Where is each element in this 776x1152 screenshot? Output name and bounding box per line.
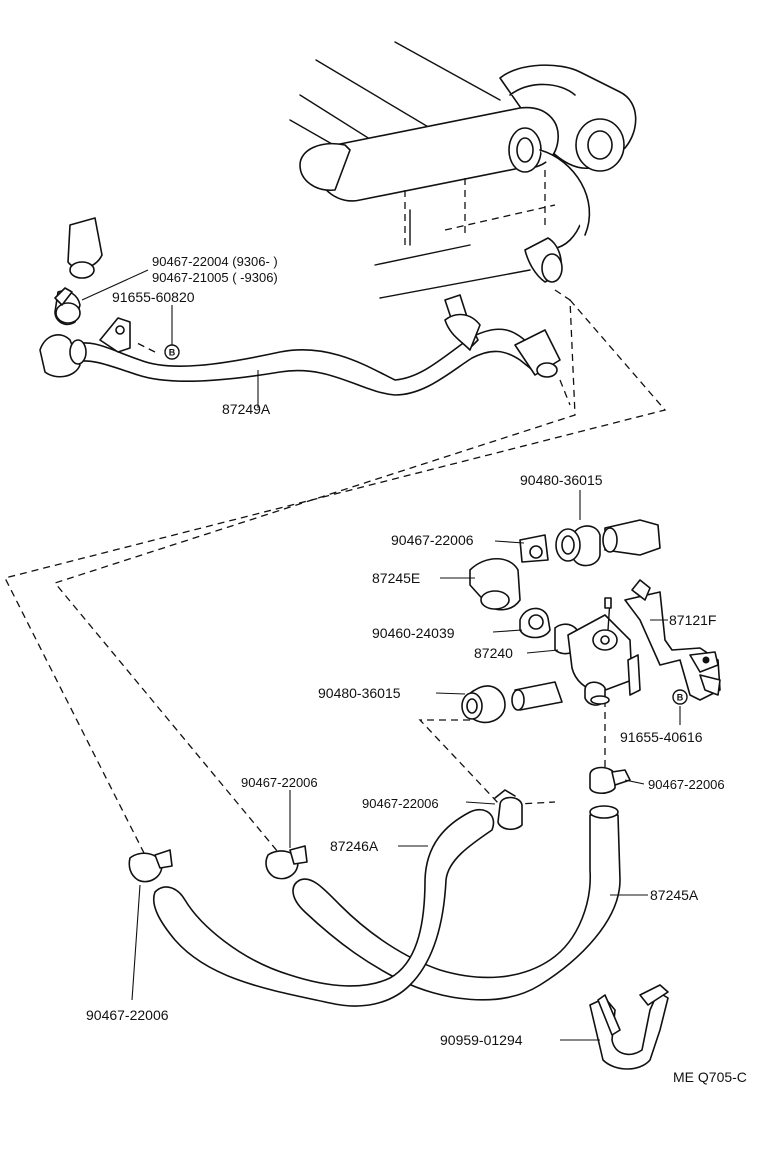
- label-90467-22006-b: 90467-22006: [241, 775, 318, 790]
- svg-text:B: B: [169, 348, 176, 358]
- label-87245E: 87245E: [372, 570, 420, 586]
- upper-clamp-drawing: [54, 217, 103, 326]
- label-87246A: 87246A: [330, 838, 379, 854]
- label-90959-01294: 90959-01294: [440, 1032, 523, 1048]
- label-87240: 87240: [474, 645, 513, 661]
- bolt-badge-b-upper: B: [164, 344, 180, 360]
- bolt-badge-b-lower: B: [672, 689, 688, 705]
- label-91655-60820: 91655-60820: [112, 289, 195, 305]
- label-90480-36015-mid: 90480-36015: [318, 685, 401, 701]
- label-90467-22006-a: 90467-22006: [391, 532, 474, 548]
- label-87245A: 87245A: [650, 887, 699, 903]
- leader-lines: [81, 269, 681, 1041]
- hose-87249A[interactable]: [39, 294, 561, 396]
- label-90467-22006-c: 90467-22006: [648, 777, 725, 792]
- valve-assembly-drawing: [461, 519, 721, 831]
- bracket-90959-01294-drawing: [589, 984, 669, 1070]
- lower-clamps-drawing: [128, 845, 308, 883]
- heater-unit-drawing: [289, 41, 637, 299]
- label-87249A: 87249A: [222, 401, 271, 417]
- label-90480-36015-top: 90480-36015: [520, 472, 603, 488]
- diagram-code: ME Q705-C: [673, 1069, 747, 1085]
- label-90460-24039: 90460-24039: [372, 625, 455, 641]
- label-90467-22006-e: 90467-22006: [86, 1007, 169, 1023]
- svg-text:B: B: [677, 693, 684, 703]
- label-90467-21005: 90467-21005 ( -9306): [152, 270, 278, 285]
- label-90467-22004: 90467-22004 (9306- ): [152, 254, 278, 269]
- label-90467-22006-d: 90467-22006: [362, 796, 439, 811]
- hose-87246A[interactable]: [153, 808, 495, 1007]
- part-labels: 90467-22004 (9306- ) 90467-21005 ( -9306…: [86, 254, 747, 1085]
- routing-dashed-lines: [4, 289, 667, 856]
- label-87121F: 87121F: [669, 612, 716, 628]
- label-91655-40616: 91655-40616: [620, 729, 703, 745]
- hose-87245A[interactable]: [292, 805, 621, 1001]
